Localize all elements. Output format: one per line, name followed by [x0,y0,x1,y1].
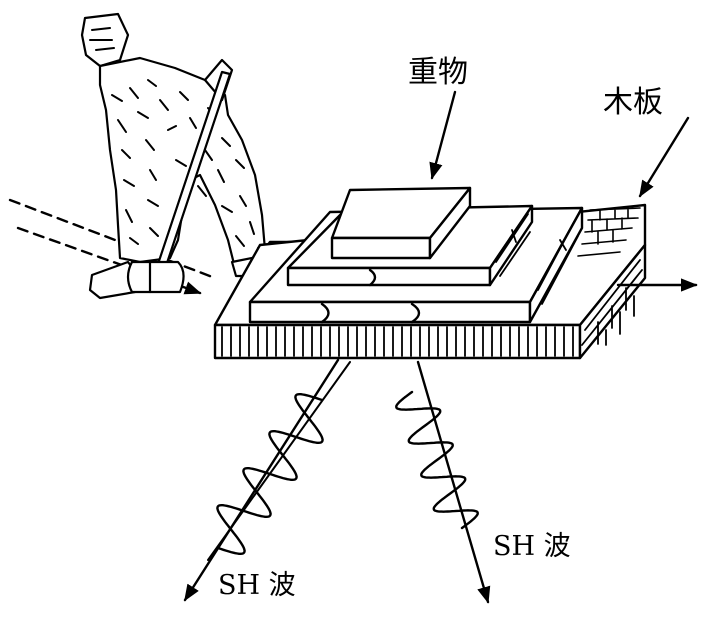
weight-leader-arrow [429,92,455,180]
heavy-weight-stack [250,188,582,322]
plank-leader-arrow [640,118,688,198]
worker-figure [82,14,272,298]
sh-wave-right [396,362,491,604]
sh-wave-right-label: SH 波 [493,531,571,562]
sh-wave-left [185,360,350,602]
sh-wave-left-label: SH 波 [218,570,296,601]
label-leaders [429,92,688,198]
weight-label: 重物 [408,55,468,90]
plank-label: 木板 [603,85,663,120]
